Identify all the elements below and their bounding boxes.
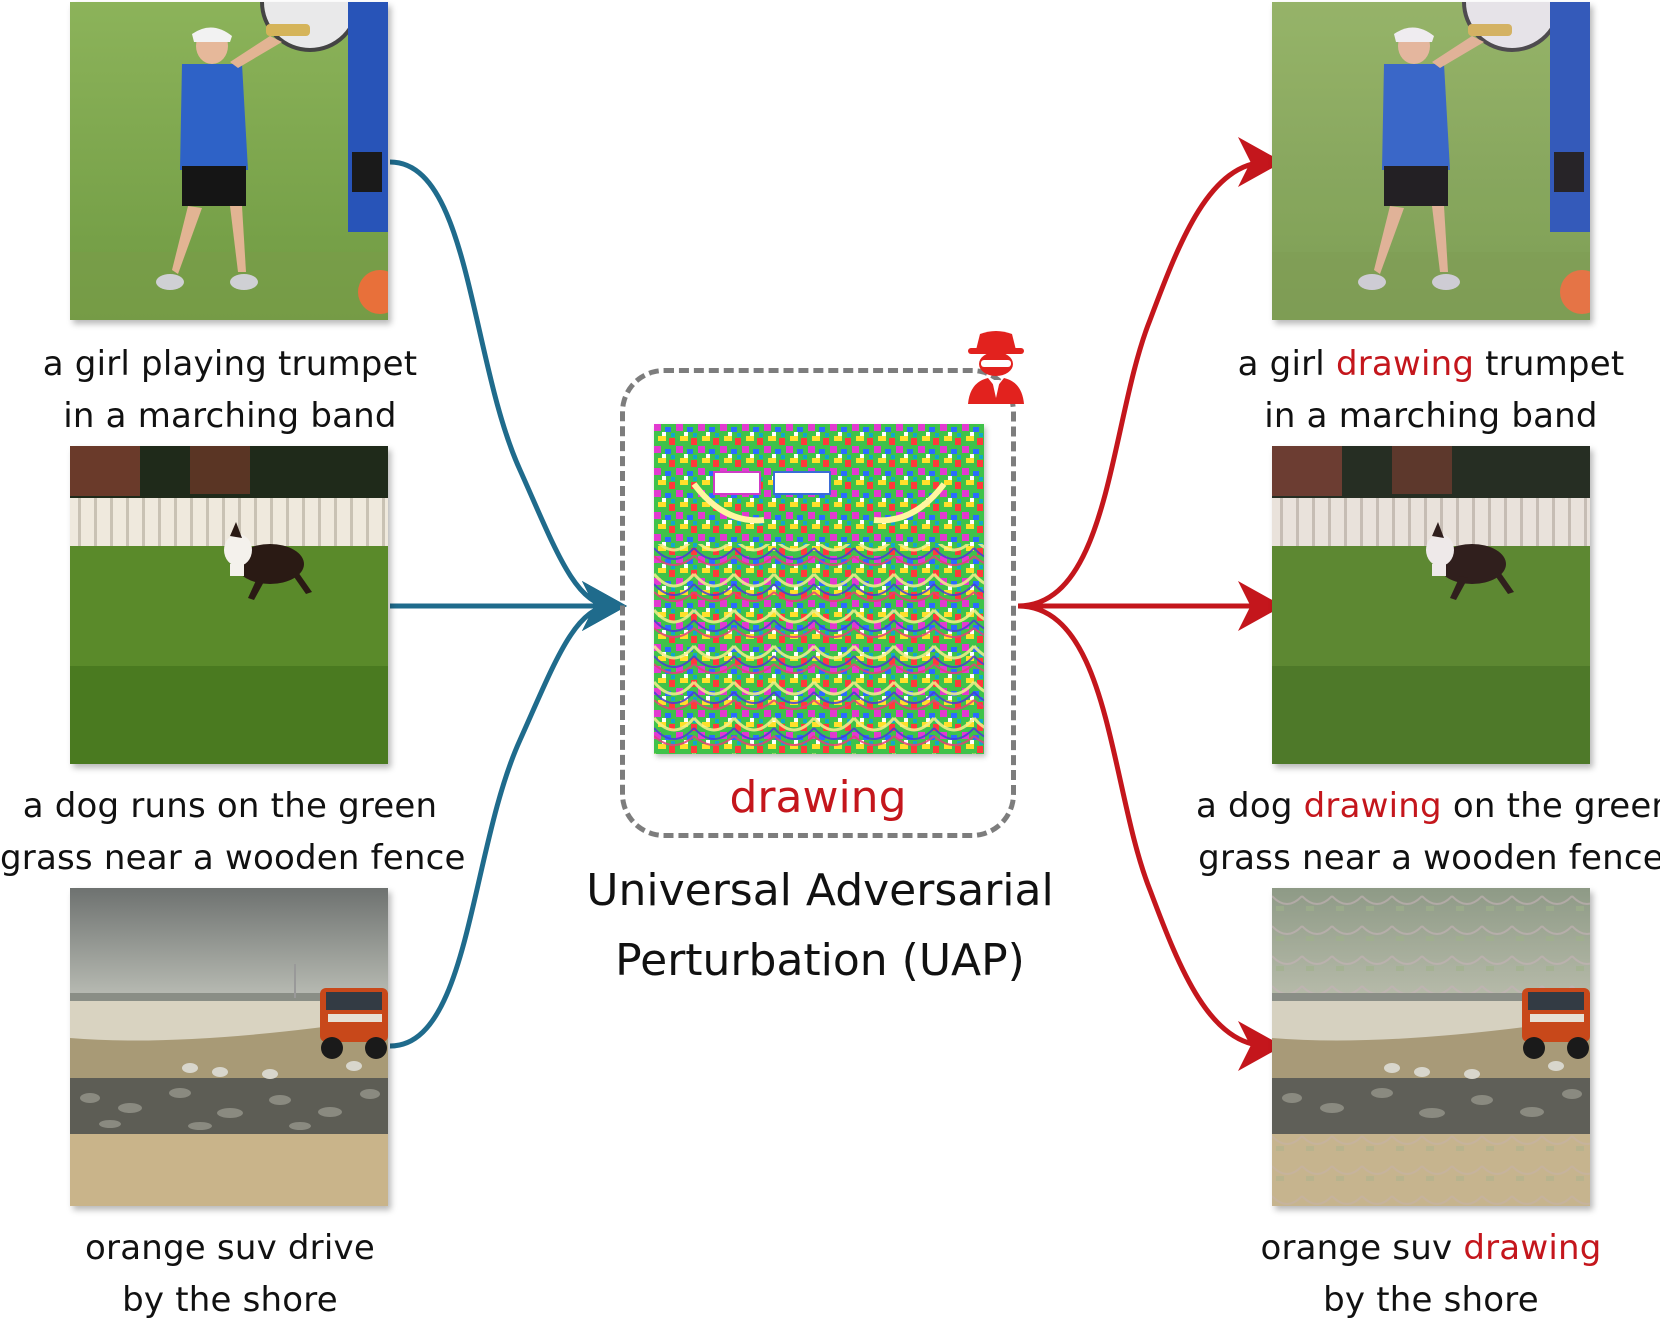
right-image-suv-shore <box>1272 888 1590 1206</box>
uap-target-word: drawing <box>729 772 907 823</box>
caption-line: a dog drawing on the green <box>1196 780 1660 832</box>
spy-icon <box>968 331 1024 404</box>
caption-line: a girl drawing trumpet <box>1196 338 1660 390</box>
left-image-suv-shore <box>70 888 388 1206</box>
uap-perturbation-image <box>654 424 984 754</box>
caption-line: in a marching band <box>1264 396 1598 436</box>
uap-dashed-frame <box>620 368 1016 838</box>
uap-title: Universal Adversarial Perturbation (UAP) <box>520 856 1120 996</box>
caption-text: on the green <box>1441 786 1660 826</box>
uap-title-line1: Universal Adversarial <box>586 865 1054 916</box>
caption-highlight: drawing <box>1335 344 1475 384</box>
caption-highlight: drawing <box>1303 786 1442 826</box>
caption-line: a dog runs on the green <box>22 786 438 826</box>
left-image-dog-grass <box>70 446 388 764</box>
caption-line: by the shore <box>122 1280 338 1320</box>
caption-line: in a marching band <box>63 396 397 436</box>
left-caption-2: a dog runs on the green grass near a woo… <box>0 780 466 884</box>
caption-line: a girl playing trumpet <box>42 344 418 384</box>
caption-text: a dog <box>1196 786 1304 826</box>
right-caption-2: a dog drawing on the green grass near a … <box>1196 780 1660 884</box>
right-image-dog-grass <box>1272 446 1590 764</box>
caption-text: a girl <box>1237 344 1336 384</box>
right-caption-3: orange suv drawing by the shore <box>1196 1222 1660 1326</box>
left-image-girl-trumpet <box>70 2 388 320</box>
caption-line: orange suv drive <box>85 1228 375 1268</box>
caption-highlight: drawing <box>1463 1228 1602 1268</box>
uap-title-line2: Perturbation (UAP) <box>615 935 1025 986</box>
caption-text: trumpet <box>1474 344 1625 384</box>
left-caption-3: orange suv drive by the shore <box>0 1222 460 1326</box>
caption-text: orange suv <box>1260 1228 1464 1268</box>
caption-line: grass near a wooden fence <box>1198 838 1660 878</box>
left-caption-1: a girl playing trumpet in a marching ban… <box>0 338 460 442</box>
right-caption-1: a girl drawing trumpet in a marching ban… <box>1196 338 1660 442</box>
caption-line: by the shore <box>1323 1280 1539 1320</box>
caption-line: grass near a wooden fence <box>0 838 466 878</box>
right-image-girl-trumpet <box>1272 2 1590 320</box>
caption-line: orange suv drawing <box>1196 1222 1660 1274</box>
